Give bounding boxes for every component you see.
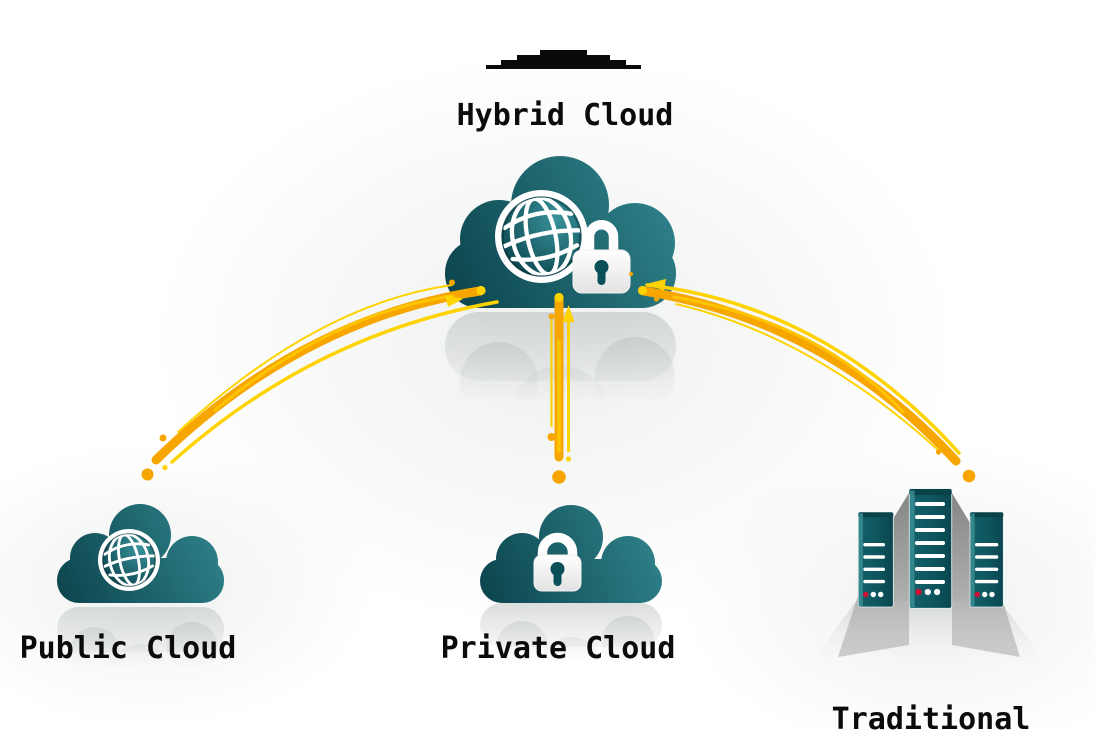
server-tower-right (969, 511, 1004, 608)
led-red (974, 591, 980, 598)
floor-shadow (802, 601, 1056, 676)
connection-hybrid-public-arrow (141, 279, 499, 481)
globe-icon (98, 529, 160, 591)
mark-step-1 (540, 50, 587, 55)
mark-step-2 (517, 55, 610, 60)
arrow-end-dot (552, 470, 566, 484)
lock-icon (533, 532, 582, 592)
mark-step-3 (501, 60, 626, 65)
connection-hybrid-private-arrow (547, 292, 575, 484)
cloud-lock-icon (480, 505, 662, 671)
lock-icon (572, 220, 631, 294)
arrowhead-toward-hybrid (445, 295, 463, 307)
server-tower-left (857, 511, 894, 608)
led-red (863, 591, 869, 598)
private-cloud-shape (480, 505, 662, 603)
server-tower-center (908, 488, 953, 609)
cloud-globe-lock-icon (445, 156, 676, 400)
cloud-globe-icon (57, 504, 224, 670)
globe-icon (495, 190, 588, 283)
traditional-infrastructure-label: Traditional Infrastructure (805, 624, 1058, 730)
arrow-end-dot (141, 468, 154, 481)
led-red (915, 588, 922, 596)
hybrid-cloud-label: Hybrid Cloud (456, 98, 674, 133)
public-cloud-reflection (57, 607, 224, 670)
stepped-arc-mark-icon (486, 50, 641, 70)
server-rack-icon (802, 488, 1056, 676)
arrowhead-toward-hybrid (648, 279, 666, 291)
traditional-label-line-1: Traditional (831, 702, 1031, 730)
private-cloud-label: Private Cloud (440, 631, 676, 666)
arrow-end-dot (962, 469, 976, 483)
public-cloud-label: Public Cloud (19, 631, 237, 666)
hybrid-cloud-reflection (445, 312, 676, 400)
mark-step-4 (486, 65, 641, 70)
arrowhead-toward-hybrid (562, 305, 575, 322)
connection-hybrid-traditional-arrow (629, 272, 976, 483)
private-cloud-reflection (480, 603, 662, 671)
